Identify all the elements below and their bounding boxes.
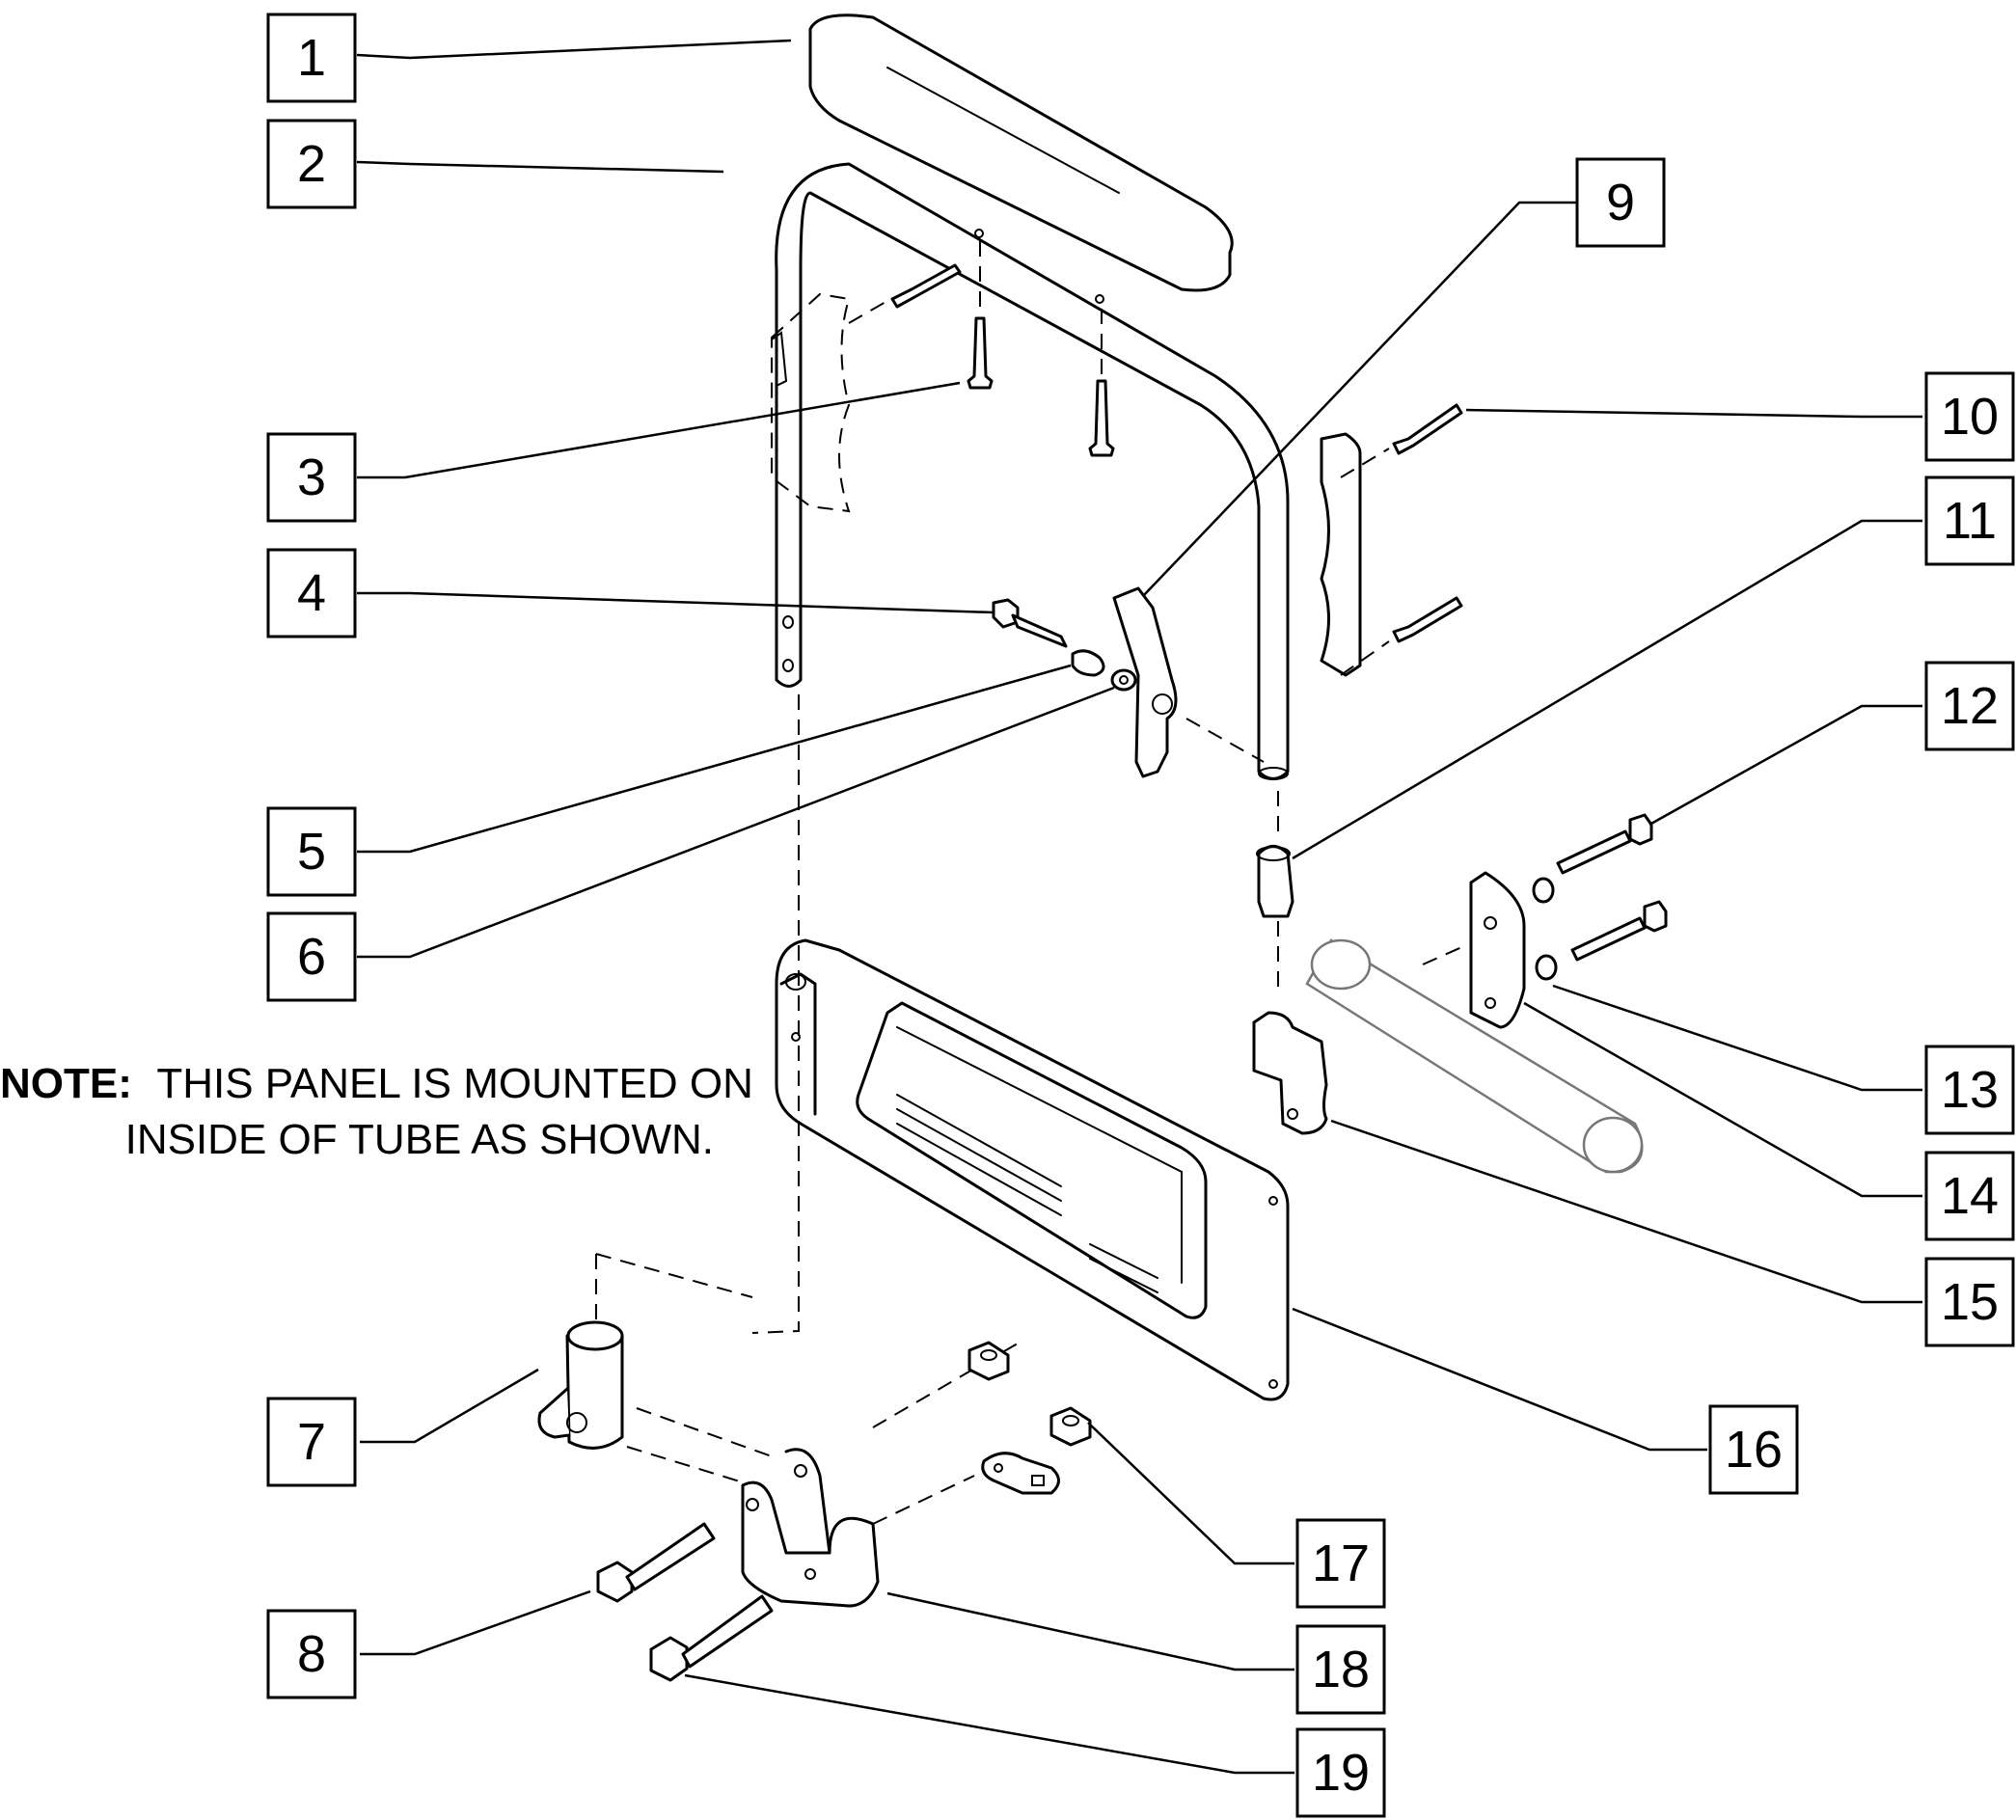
lower-bolt-short [596, 1522, 716, 1603]
callout-13: 13 [1924, 1045, 2015, 1135]
callout-10: 10 [1924, 371, 2015, 462]
svg-text:2: 2 [297, 135, 326, 193]
svg-text:17: 17 [1312, 1535, 1370, 1592]
callout-6: 6 [266, 911, 357, 1002]
callout-12: 12 [1924, 661, 2015, 751]
callout-1: 1 [266, 13, 357, 103]
callout-3: 3 [266, 432, 357, 523]
note-line-2: INSIDE OF TUBE AS SHOWN. [125, 1116, 714, 1163]
bolt-spring-washer [992, 598, 1137, 692]
receiver-pin [1256, 791, 1294, 993]
clamp-bracket [1469, 871, 1526, 1029]
svg-text:18: 18 [1312, 1641, 1370, 1698]
release-lever [1112, 586, 1265, 778]
svg-text:14: 14 [1941, 1167, 1999, 1225]
right-fabric-clip [1320, 403, 1463, 677]
callout-19: 19 [1295, 1727, 1386, 1818]
mounting-bracket [741, 1448, 880, 1608]
svg-text:7: 7 [297, 1413, 326, 1471]
bracket-bolts [1422, 813, 1668, 981]
callouts: 1 2 3 4 5 6 7 8 9 10 11 12 13 14 15 16 1… [266, 13, 2015, 1818]
callout-15: 15 [1924, 1257, 2015, 1347]
svg-text:1: 1 [297, 29, 326, 87]
svg-text:13: 13 [1941, 1061, 1999, 1119]
svg-text:8: 8 [297, 1625, 326, 1683]
note-line-1: NOTE: THIS PANEL IS MOUNTED ON [0, 1060, 753, 1107]
alignment-lines [595, 694, 1023, 1525]
svg-text:16: 16 [1725, 1421, 1783, 1479]
left-fabric-clip [771, 292, 851, 513]
callout-2: 2 [266, 119, 357, 209]
callout-5: 5 [266, 806, 357, 897]
lower-bolt-long [649, 1594, 774, 1682]
callout-14: 14 [1924, 1151, 2015, 1241]
svg-text:19: 19 [1312, 1744, 1370, 1802]
svg-text:11: 11 [1943, 492, 1997, 550]
svg-text:4: 4 [297, 564, 326, 622]
svg-text:9: 9 [1606, 174, 1635, 231]
callout-4: 4 [266, 548, 357, 638]
callout-17: 17 [1295, 1518, 1386, 1609]
side-panel [775, 938, 1290, 1401]
svg-text:10: 10 [1941, 388, 1999, 446]
callout-18: 18 [1295, 1624, 1386, 1715]
tube-clamp [1252, 1011, 1328, 1135]
note-label: NOTE: [0, 1060, 132, 1107]
leader-lines [356, 39, 1922, 1775]
callout-8: 8 [266, 1609, 357, 1699]
svg-text:3: 3 [297, 448, 326, 506]
arm-pad [808, 14, 1234, 304]
nuts [967, 1341, 1092, 1447]
callout-9: 9 [1575, 157, 1666, 248]
top-rivets [848, 263, 962, 324]
small-plate [981, 1452, 1060, 1495]
note-text-1: THIS PANEL IS MOUNTED ON [156, 1060, 753, 1107]
frame-tube [1305, 938, 1644, 1174]
mounting-note: NOTE: THIS PANEL IS MOUNTED ON INSIDE OF… [0, 1060, 753, 1163]
locking-sleeve [537, 1320, 624, 1450]
callout-16: 16 [1708, 1404, 1799, 1495]
svg-text:12: 12 [1941, 677, 1999, 735]
svg-text:6: 6 [297, 928, 326, 986]
svg-text:5: 5 [297, 823, 326, 881]
screws [967, 241, 1115, 457]
parts [537, 14, 1668, 1682]
callout-11: 11 [1924, 475, 2015, 566]
arm-tube [775, 162, 1290, 780]
svg-text:15: 15 [1941, 1273, 1999, 1331]
callout-7: 7 [266, 1397, 357, 1487]
